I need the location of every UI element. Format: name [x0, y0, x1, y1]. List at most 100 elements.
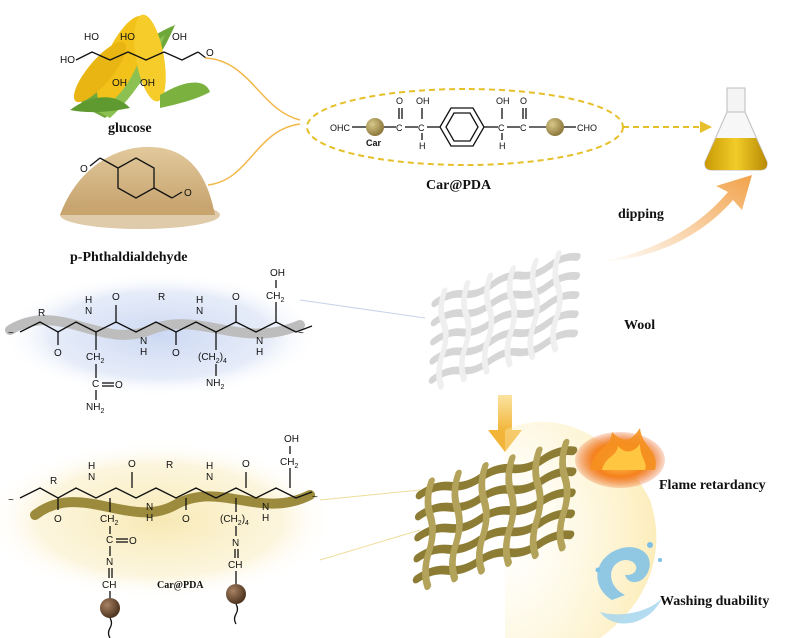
- h2-label: H: [499, 141, 506, 151]
- car-pda-label: Car@PDA: [426, 178, 492, 193]
- powder-image: [60, 146, 220, 229]
- svg-text:~: ~: [8, 328, 14, 339]
- treated-ch-side2: CH: [228, 560, 242, 571]
- svg-text:~: ~: [8, 495, 14, 506]
- dark-bead-right: [226, 584, 246, 604]
- flame-label: Flame retardancy: [659, 478, 766, 493]
- car-node-label: Car: [366, 138, 382, 148]
- treated-ch2-side: CH2: [100, 514, 118, 527]
- svg-text:~: ~: [298, 328, 304, 339]
- dark-bead-left: [100, 598, 120, 618]
- wool-c-side: C: [92, 379, 99, 390]
- wool-chain-structure: ~ R O N H O N H R O N H O N H CH2 OH ~ C…: [8, 268, 313, 415]
- glucose-structure: HO O HO HO OH OH OH: [60, 32, 214, 89]
- o2-label: O: [520, 96, 527, 106]
- treated-o1: O: [54, 514, 62, 525]
- treated-wool-fabric: [412, 438, 578, 591]
- treated-r1: R: [50, 476, 57, 487]
- treated-r2: R: [166, 460, 173, 471]
- wool-ch2-side: CH2: [86, 352, 104, 365]
- wool-h4: H: [256, 347, 263, 358]
- treated-n-side1: N: [106, 557, 113, 568]
- phthal-o-left: O: [80, 164, 88, 175]
- corn-image: [70, 14, 210, 118]
- white-wool-fabric: [428, 250, 581, 390]
- dipping-arrow: [600, 175, 752, 262]
- c4-label: C: [520, 123, 527, 133]
- treated-n3: N: [206, 472, 213, 483]
- washing-label: Washing duability: [660, 594, 769, 609]
- wool-h1: H: [85, 295, 92, 306]
- wool-o4: O: [232, 292, 240, 303]
- wool-h3: H: [196, 295, 203, 306]
- treated-n1: N: [88, 472, 95, 483]
- treated-h2: H: [146, 513, 153, 524]
- treated-o-side: O: [129, 536, 137, 547]
- wool-lys-nh2: NH2: [206, 378, 224, 391]
- glucose-ho-label: HO: [60, 55, 75, 66]
- treated-oh: OH: [284, 434, 299, 445]
- water-splash-icon: [595, 542, 662, 624]
- wool-o1: O: [54, 348, 62, 359]
- treated-chain-structure: ~ R O N H O N H R O N H O N H CH2 OH ~ C…: [8, 434, 318, 638]
- glucose-oh-bottom2: OH: [140, 78, 155, 89]
- treated-c-side: C: [106, 535, 113, 546]
- c1-label: C: [396, 123, 403, 133]
- treated-lys-chain: (CH2)4: [220, 514, 249, 527]
- treated-h4: H: [262, 513, 269, 524]
- wool-r2: R: [158, 292, 165, 303]
- wool-nh2-side: NH2: [86, 402, 104, 415]
- treated-zoom-line-2: [319, 529, 421, 561]
- o1-label: O: [396, 96, 403, 106]
- car-bead-right: [546, 118, 564, 136]
- treated-o4: O: [242, 459, 250, 470]
- phthal-connector: [207, 123, 301, 186]
- wool-lys-chain: (CH2)4: [198, 352, 227, 365]
- c2-label: C: [418, 123, 425, 133]
- dipping-label: dipping: [618, 207, 664, 222]
- wool-n4: N: [256, 336, 263, 347]
- blue-glow: [2, 273, 318, 397]
- svg-text:~: ~: [312, 492, 318, 503]
- glucose-oh-top: OH: [172, 32, 187, 43]
- ohc-label: OHC: [330, 123, 351, 133]
- wool-r1: R: [38, 308, 45, 319]
- glucose-connector: [204, 57, 301, 121]
- wool-n2: N: [140, 336, 147, 347]
- treated-backbone-wave: [30, 490, 315, 520]
- phthal-o-right: O: [184, 188, 192, 199]
- glucose-ho-top2: HO: [120, 32, 135, 43]
- wool-o-side: O: [115, 380, 123, 391]
- treated-h1: H: [88, 461, 95, 472]
- treated-ch-side1: CH: [102, 580, 116, 591]
- glucose-ho-top: HO: [84, 32, 99, 43]
- flask-image: [704, 87, 768, 171]
- wool-o3: O: [172, 348, 180, 359]
- glucose-label: glucose: [108, 121, 152, 136]
- wool-ch2-top: CH2: [266, 291, 284, 304]
- wool-zoom-line: [299, 299, 426, 319]
- oh1-label: OH: [416, 96, 430, 106]
- wool-n1: N: [85, 306, 92, 317]
- h1-label: H: [419, 141, 426, 151]
- yellow-glow: [0, 440, 335, 600]
- glucose-oh-bottom: OH: [112, 78, 127, 89]
- phthal-structure: O O: [80, 157, 192, 199]
- cho-label: CHO: [577, 123, 597, 133]
- treated-n-side2: N: [232, 538, 239, 549]
- treated-zoom-line-1: [319, 489, 421, 501]
- treated-ch2-top: CH2: [280, 457, 298, 470]
- car-pda-small-label: Car@PDA: [157, 580, 204, 591]
- wool-label: Wool: [624, 318, 655, 333]
- c3-label: C: [498, 123, 505, 133]
- car-pda-structure: OHC Car C O C OH H C OH H C O CHO: [306, 88, 712, 166]
- treated-n4: N: [262, 502, 269, 513]
- phthal-label: p-Phthaldialdehyde: [70, 250, 187, 265]
- treated-n2: N: [146, 502, 153, 513]
- flame-icon: [575, 428, 665, 488]
- oh2-label: OH: [496, 96, 510, 106]
- wool-h2: H: [140, 347, 147, 358]
- wool-n3: N: [196, 306, 203, 317]
